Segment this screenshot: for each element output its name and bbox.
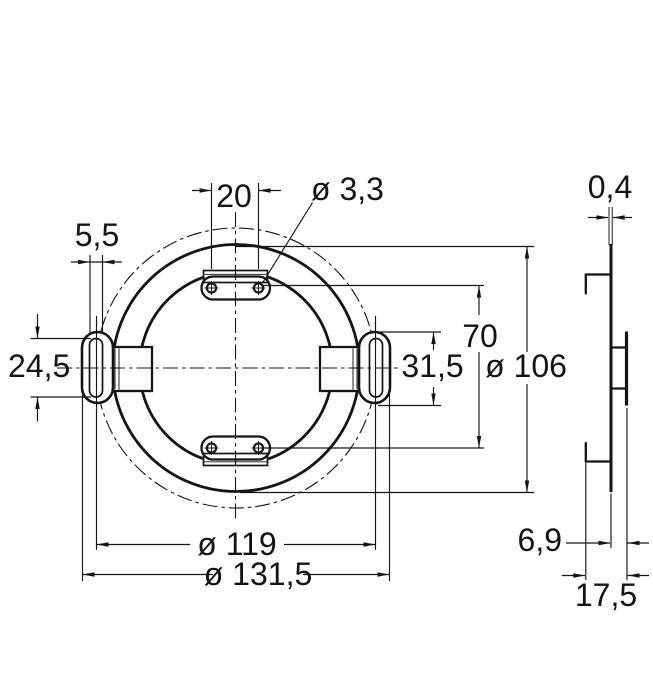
- dimension-overall-depth: 17,5: [562, 573, 649, 613]
- dimension-hole-diameter-label: ø 3,3: [311, 171, 384, 207]
- top-tab-edge: [584, 273, 613, 295]
- dimension-overall-diameter-label: ø 131,5: [204, 556, 313, 592]
- dimension-hole-spacing: 20: [192, 178, 281, 269]
- arrowhead: [524, 480, 530, 493]
- dimension-tab-offset: 6,9: [518, 522, 649, 558]
- dimension-hole-spacing-label: 20: [216, 178, 252, 214]
- front-view: [57, 212, 398, 522]
- arrowhead: [476, 436, 482, 448]
- arrowhead: [96, 542, 109, 547]
- dimension-hole-pitch: 70: [263, 284, 498, 449]
- bottom-tab-edge: [584, 441, 613, 463]
- arrowhead: [199, 188, 212, 193]
- arrowhead: [35, 397, 40, 409]
- leader-line: [262, 202, 313, 284]
- arrowhead: [377, 572, 390, 577]
- arrowhead: [627, 573, 640, 578]
- left-tab-block: [108, 345, 154, 393]
- dimension-slot-length: 24,5: [8, 314, 91, 422]
- arrowhead: [612, 215, 625, 220]
- arrowhead: [102, 259, 115, 265]
- dimension-side-tab-length-label: 31,5: [401, 348, 463, 384]
- side-view: [584, 244, 629, 580]
- dimension-slot-width: 5,5: [71, 217, 122, 334]
- arrowhead: [476, 285, 482, 298]
- dimension-slot-pitch-diameter: ø 119: [95, 316, 377, 562]
- dimension-tab-offset-label: 6,9: [518, 522, 562, 558]
- arrowhead: [573, 573, 586, 578]
- arrowhead: [598, 540, 611, 546]
- dimension-plate-diameter-label: ø 106: [485, 348, 567, 384]
- dimension-plate-diameter: ø 106: [236, 245, 567, 494]
- dimension-hole-diameter: ø 3,3: [262, 171, 384, 284]
- arrowhead: [35, 326, 40, 339]
- dimension-hole-pitch-label: 70: [462, 318, 498, 354]
- arrowhead: [524, 246, 530, 259]
- dimension-slot-length-label: 24,5: [8, 348, 70, 384]
- dimension-thickness: 0,4: [588, 169, 632, 245]
- arrowhead: [431, 393, 436, 406]
- arrowhead: [258, 188, 271, 193]
- right-tab-block: [318, 345, 364, 393]
- arrowhead: [596, 215, 609, 220]
- dimension-side-tab-length: 31,5: [378, 331, 464, 407]
- arrowhead: [627, 540, 640, 546]
- dimension-slot-width-label: 5,5: [75, 217, 119, 253]
- dimension-thickness-label: 0,4: [588, 169, 632, 205]
- arrowhead: [363, 542, 376, 547]
- dimension-slot-pitch-diameter-label: ø 119: [197, 526, 276, 562]
- top-screw-tab: [200, 269, 272, 301]
- arrowhead: [431, 332, 436, 344]
- arrowhead: [78, 259, 90, 265]
- dimension-overall-depth-label: 17,5: [575, 577, 637, 613]
- arrowhead: [82, 572, 95, 577]
- dimension-overall-diameter: ø 131,5: [81, 395, 391, 592]
